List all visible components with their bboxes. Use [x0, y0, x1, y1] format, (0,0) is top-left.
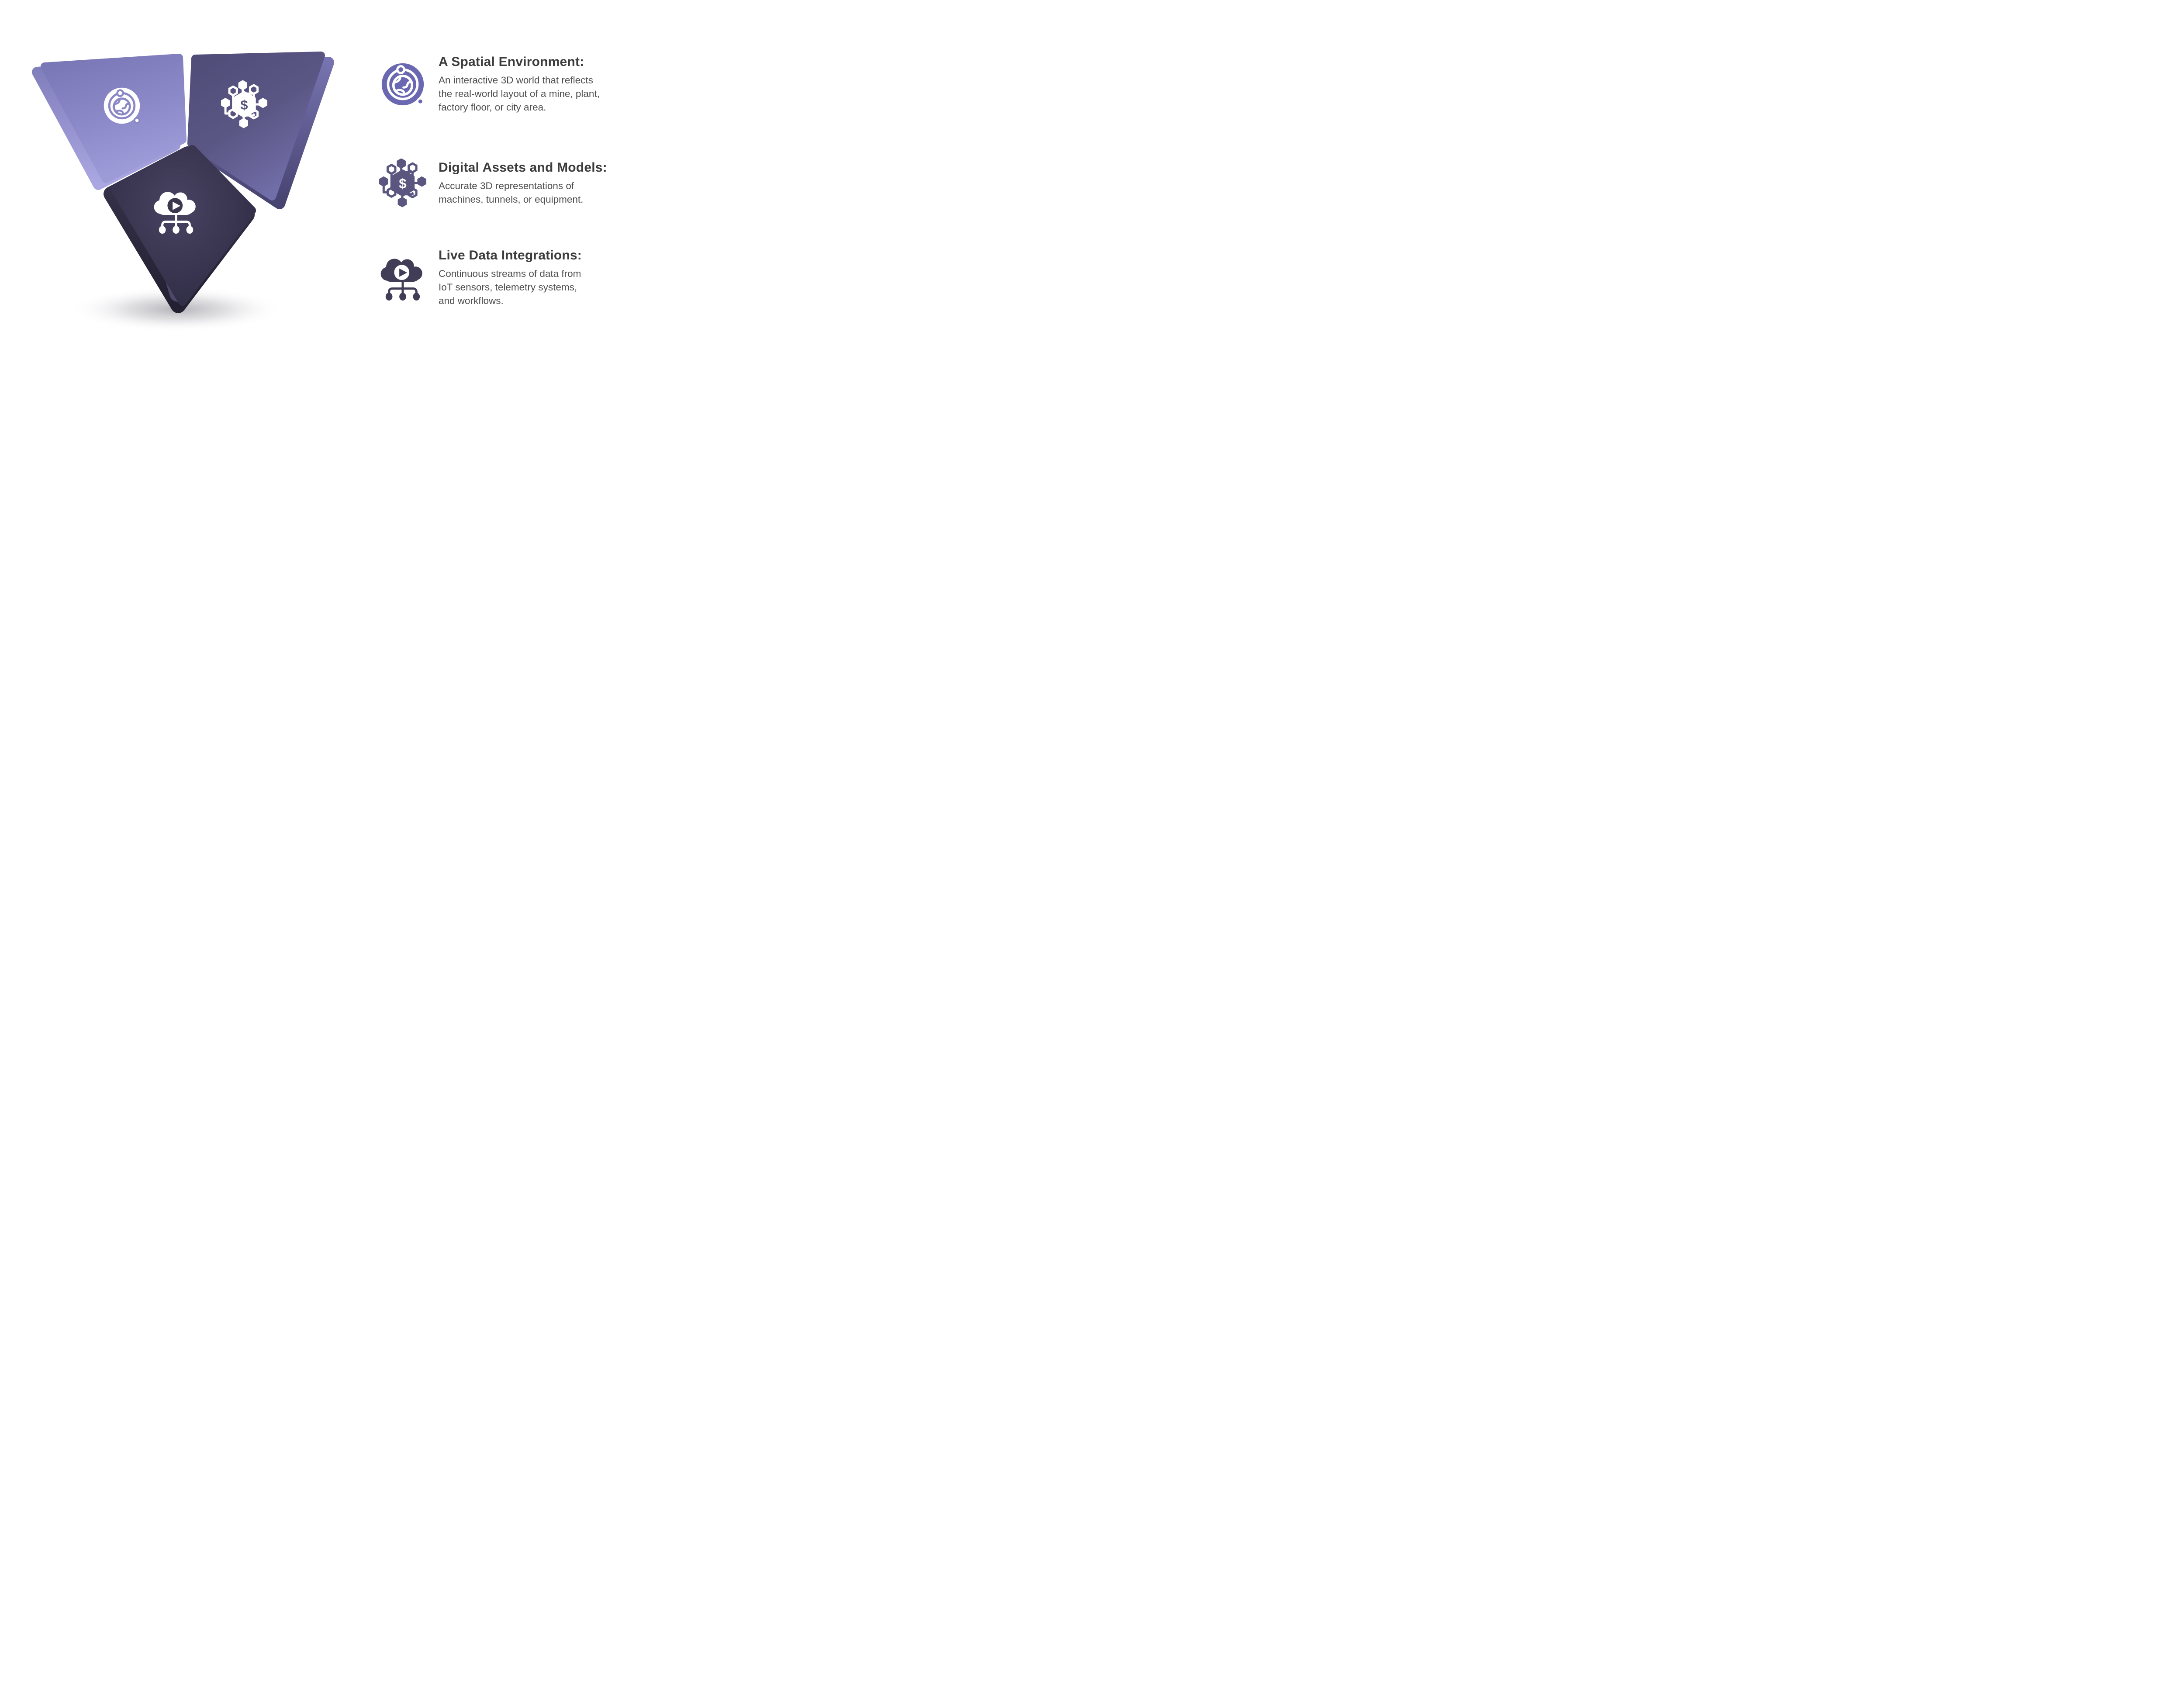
feature-icon-2	[378, 253, 427, 302]
piece-digital-assets	[187, 52, 334, 209]
orbit-globe-icon	[382, 63, 424, 105]
feature-body: Continuous streams of data from IoT sens…	[439, 268, 581, 306]
piece-spatial-environment	[32, 54, 187, 190]
feature-icon-1	[378, 159, 427, 207]
feature-body: An interactive 3D world that reflects th…	[439, 75, 600, 113]
hex-network-icon	[380, 159, 426, 207]
feature-text: Digital Assets and Models: Accurate 3D r…	[439, 160, 607, 206]
feature-body: Accurate 3D representations of machines,…	[439, 180, 584, 205]
cloud-play-icon	[381, 259, 422, 301]
emblem-3d	[0, 0, 341, 341]
feature-list: A Spatial Environment: An interactive 3D…	[378, 54, 658, 307]
orbit-globe-icon	[104, 87, 140, 124]
feature-spatial-environment: A Spatial Environment: An interactive 3D…	[378, 54, 658, 114]
infographic-canvas: A Spatial Environment: An interactive 3D…	[0, 0, 681, 341]
feature-icon-0	[378, 60, 427, 109]
feature-heading: A Spatial Environment:	[439, 55, 584, 69]
feature-text: A Spatial Environment: An interactive 3D…	[439, 54, 600, 114]
feature-text: Live Data Integrations: Continuous strea…	[439, 248, 582, 307]
feature-live-data: Live Data Integrations: Continuous strea…	[378, 248, 658, 307]
piece-live-data	[104, 145, 256, 313]
feature-heading: Digital Assets and Models:	[439, 160, 607, 175]
feature-digital-assets: Digital Assets and Models: Accurate 3D r…	[378, 159, 658, 207]
emblem-svg	[32, 52, 334, 332]
feature-heading: Live Data Integrations:	[439, 248, 582, 263]
